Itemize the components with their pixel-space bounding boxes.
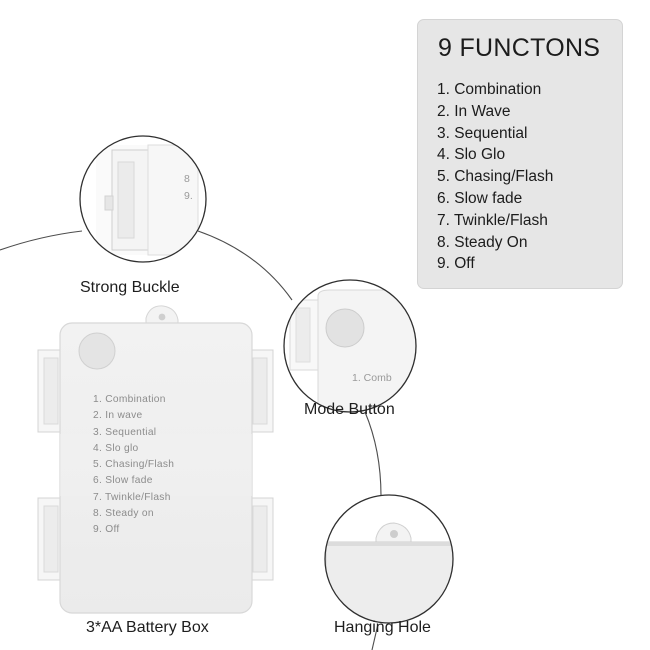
function-item: 7. Twinkle/Flash [437, 211, 548, 229]
box-label-item: 2. In wave [93, 410, 143, 422]
box-mode-button [78, 332, 116, 370]
function-item: 9. Off [437, 255, 475, 273]
caption-mode-button: Mode Button [304, 401, 395, 418]
wire-mode-to-hanging [364, 411, 382, 497]
box-label-item: 4. Slo glo [93, 442, 139, 454]
buckle-fragment-8: 8 [184, 173, 190, 185]
function-item: 6. Slow fade [437, 189, 523, 207]
zoom-hanging-hole [324, 494, 454, 624]
box-label-item: 8. Steady on [93, 508, 154, 520]
battery-box [37, 305, 274, 614]
box-label-item: 5. Chasing/Flash [93, 459, 175, 471]
zoom-mode-button [283, 279, 417, 413]
box-label-item: 9. Off [93, 524, 120, 536]
box-label-item: 7. Twinkle/Flash [93, 491, 171, 503]
caption-hanging-hole: Hanging Hole [334, 619, 431, 636]
function-item: 8. Steady On [437, 233, 528, 251]
box-label-item: 6. Slow fade [93, 475, 153, 487]
buckle-fragment-9: 9. [184, 190, 193, 202]
zoom-strong-buckle [79, 135, 207, 263]
function-item: 1. Combination [437, 81, 542, 98]
mode-fragment-text: 1. Comb [352, 372, 392, 384]
box-label-item: 1. Combination [93, 394, 166, 405]
battery-box-label: 1. Combination 2. In wave 3. Sequential … [93, 392, 174, 539]
function-item: 3. Sequential [437, 124, 528, 142]
caption-battery-box: 3*AA Battery Box [86, 619, 209, 636]
wire-buckle-to-mode [197, 230, 293, 301]
box-label-item: 3. Sequential [93, 426, 157, 438]
function-item: 5. Chasing/Flash [437, 168, 554, 186]
wire-bottom [371, 623, 379, 650]
functions-list: 1. Combination 2. In Wave 3. Sequential … [437, 79, 553, 275]
functions-panel-title: 9 FUNCTONS [438, 34, 601, 62]
wire-left [0, 230, 83, 251]
caption-strong-buckle: Strong Buckle [80, 279, 180, 296]
function-item: 4. Slo Glo [437, 146, 506, 164]
functions-panel: 9 FUNCTONS 1. Combination 2. In Wave 3. … [417, 19, 623, 289]
function-item: 2. In Wave [437, 102, 511, 120]
